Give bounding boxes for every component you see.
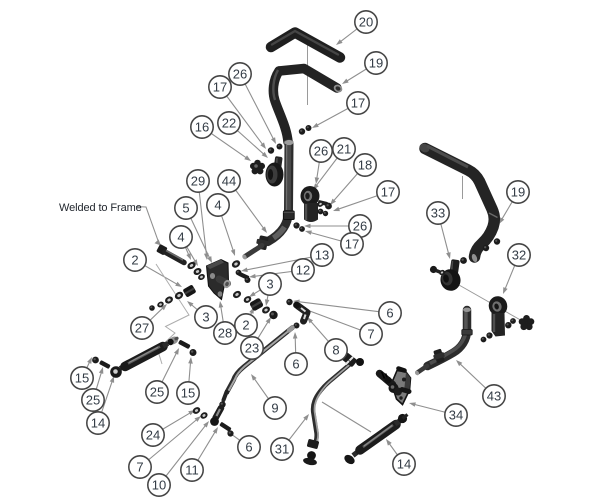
svg-text:18: 18 bbox=[358, 158, 372, 173]
svg-text:23: 23 bbox=[245, 341, 259, 356]
svg-text:22: 22 bbox=[222, 116, 236, 131]
svg-text:14: 14 bbox=[397, 457, 411, 472]
svg-text:25: 25 bbox=[86, 393, 100, 408]
svg-text:6: 6 bbox=[386, 306, 393, 321]
svg-text:32: 32 bbox=[512, 248, 526, 263]
svg-text:10: 10 bbox=[152, 478, 166, 493]
svg-text:26: 26 bbox=[314, 144, 328, 159]
svg-text:17: 17 bbox=[381, 185, 395, 200]
svg-text:31: 31 bbox=[275, 442, 289, 457]
svg-text:21: 21 bbox=[337, 142, 351, 157]
svg-text:8: 8 bbox=[332, 343, 339, 358]
svg-text:7: 7 bbox=[136, 460, 143, 475]
svg-text:19: 19 bbox=[511, 185, 525, 200]
svg-text:14: 14 bbox=[91, 416, 105, 431]
svg-text:9: 9 bbox=[271, 401, 278, 416]
svg-text:5: 5 bbox=[182, 201, 189, 216]
svg-text:2: 2 bbox=[131, 253, 138, 268]
svg-text:26: 26 bbox=[353, 219, 367, 234]
svg-text:43: 43 bbox=[487, 389, 501, 404]
svg-text:4: 4 bbox=[214, 198, 221, 213]
svg-text:29: 29 bbox=[191, 174, 205, 189]
svg-text:15: 15 bbox=[181, 386, 195, 401]
svg-text:17: 17 bbox=[213, 80, 227, 95]
svg-text:6: 6 bbox=[292, 357, 299, 372]
svg-text:20: 20 bbox=[359, 15, 373, 30]
svg-text:25: 25 bbox=[150, 385, 164, 400]
svg-text:19: 19 bbox=[369, 56, 383, 71]
svg-text:27: 27 bbox=[135, 321, 149, 336]
svg-text:11: 11 bbox=[185, 463, 199, 478]
svg-text:13: 13 bbox=[315, 248, 329, 263]
svg-text:15: 15 bbox=[75, 371, 89, 386]
svg-text:6: 6 bbox=[245, 440, 252, 455]
svg-text:Welded to Frame: Welded to Frame bbox=[59, 202, 142, 214]
svg-text:7: 7 bbox=[367, 327, 374, 342]
svg-text:2: 2 bbox=[242, 318, 249, 333]
svg-text:34: 34 bbox=[449, 408, 463, 423]
svg-text:17: 17 bbox=[345, 237, 359, 252]
svg-text:24: 24 bbox=[146, 428, 160, 443]
svg-text:16: 16 bbox=[195, 120, 209, 135]
svg-text:33: 33 bbox=[431, 206, 445, 221]
svg-text:3: 3 bbox=[266, 277, 273, 292]
svg-text:28: 28 bbox=[218, 326, 232, 341]
svg-text:26: 26 bbox=[233, 67, 247, 82]
svg-text:3: 3 bbox=[202, 310, 209, 325]
svg-text:17: 17 bbox=[351, 96, 365, 111]
svg-text:12: 12 bbox=[296, 263, 310, 278]
svg-text:44: 44 bbox=[222, 174, 236, 189]
svg-text:4: 4 bbox=[177, 230, 184, 245]
